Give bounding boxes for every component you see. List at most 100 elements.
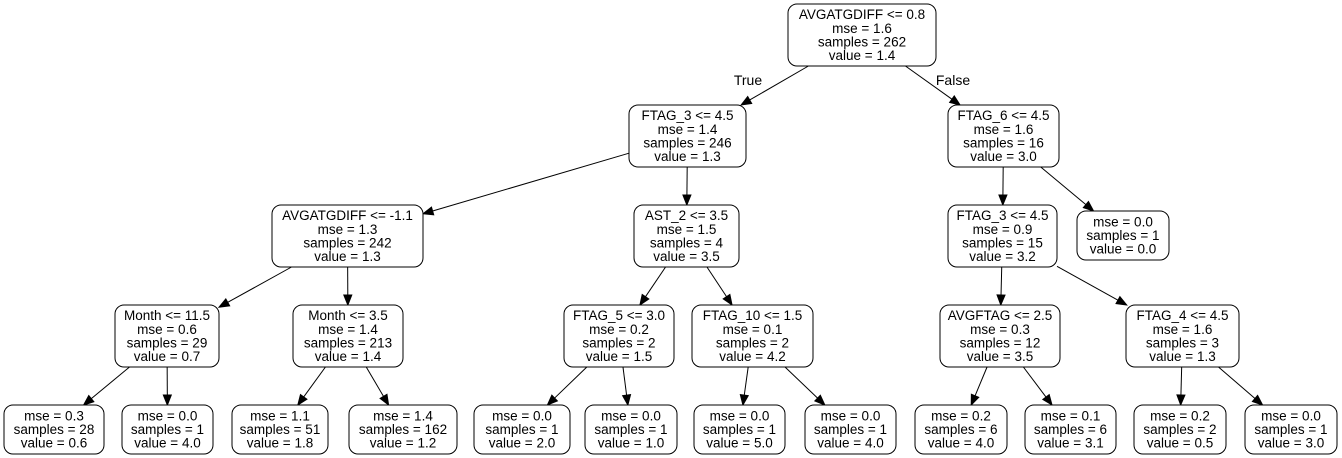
- arrowhead: [1251, 394, 1264, 406]
- edge-n12-n24: [1218, 366, 1264, 406]
- node-box: [473, 404, 571, 455]
- node-line: value = 1.2: [370, 436, 436, 451]
- node-box: [914, 404, 1008, 455]
- arrowhead: [948, 95, 962, 106]
- node-line: value = 1.3: [314, 249, 380, 264]
- edge-n3-n8: [343, 266, 353, 307]
- node-box: [1024, 404, 1117, 455]
- node-box: [563, 304, 675, 368]
- node-line: AST_2 <= 3.5: [645, 208, 728, 223]
- edge-n0-n2: False: [905, 65, 970, 106]
- node-box: [231, 404, 329, 455]
- node-box: [1133, 404, 1227, 455]
- node-line: samples = 51: [240, 422, 321, 437]
- node-box: [292, 304, 404, 368]
- node-line: samples = 12: [960, 335, 1041, 350]
- edge-line: [974, 366, 988, 396]
- edge-line: [743, 366, 749, 396]
- edge-n0-n1: True: [734, 65, 809, 106]
- node-line: value = 5.0: [706, 436, 772, 451]
- node-line: value = 4.0: [134, 436, 200, 451]
- edge-line: [554, 366, 588, 399]
- arrowhead: [998, 194, 1008, 207]
- arrowhead: [217, 297, 231, 308]
- node-line: FTAG_3 <= 4.5: [641, 108, 733, 123]
- node-line: mse = 0.1: [1041, 409, 1101, 424]
- edge-n8-n16: [365, 366, 390, 407]
- node-box: [939, 304, 1061, 368]
- edge-line: [432, 152, 630, 212]
- node-line: samples = 262: [818, 34, 906, 49]
- node-line: value = 0.0: [1090, 242, 1156, 257]
- node-line: samples = 6: [1034, 422, 1107, 437]
- node-line: samples = 162: [359, 422, 447, 437]
- node-line: value = 4.2: [719, 349, 785, 364]
- arrowhead: [421, 206, 435, 216]
- arrowhead: [297, 393, 308, 407]
- edge-n11-n21: [970, 366, 988, 407]
- node-box: [787, 3, 937, 67]
- edge-n4-n10: [706, 266, 733, 307]
- node-box: [348, 404, 458, 455]
- node-line: samples = 15: [962, 235, 1043, 250]
- arrowhead: [739, 393, 750, 407]
- node-line: FTAG_5 <= 3.0: [573, 308, 665, 323]
- node-line: samples = 3: [1146, 335, 1219, 350]
- node-line: mse = 0.3: [970, 322, 1030, 337]
- node-line: mse = 0.2: [589, 322, 649, 337]
- node-box: [114, 304, 220, 368]
- node-line: samples = 2: [716, 335, 789, 350]
- node-line: samples = 1: [485, 422, 558, 437]
- arrowhead: [813, 394, 826, 406]
- node-line: mse = 0.6: [137, 322, 197, 337]
- node-box: [947, 104, 1060, 168]
- node-line: value = 0.5: [1147, 436, 1213, 451]
- arrowhead: [722, 293, 733, 307]
- arrowhead: [162, 394, 173, 407]
- node-box: [633, 204, 740, 268]
- node-line: samples = 28: [14, 422, 95, 437]
- node-line: AVGFTAG <= 2.5: [948, 308, 1053, 323]
- node-line: samples = 246: [643, 135, 731, 150]
- node-box: [1076, 210, 1170, 261]
- node-box: [584, 404, 678, 455]
- edge-line: [1056, 265, 1119, 301]
- edge-label-true: True: [734, 72, 762, 88]
- edge-line: [706, 266, 727, 297]
- node-line: samples = 1: [594, 422, 667, 437]
- node-line: value = 1.3: [654, 149, 720, 164]
- node-line: value = 1.3: [1149, 349, 1215, 364]
- edge-line: [905, 65, 953, 100]
- edge-n4-n9: [639, 266, 666, 307]
- node-line: value = 3.0: [1258, 436, 1324, 451]
- node-box: [121, 404, 214, 455]
- node-line: value = 1.4: [315, 349, 382, 364]
- node-line: value = 1.8: [247, 436, 313, 451]
- node-box: [1125, 304, 1240, 368]
- node-line: mse = 1.6: [974, 122, 1034, 137]
- node-line: value = 0.6: [21, 436, 87, 451]
- node-line: value = 3.5: [653, 249, 719, 264]
- node-line: mse = 0.0: [601, 409, 661, 424]
- node-line: mse = 0.3: [24, 409, 84, 424]
- edge-line: [303, 366, 326, 398]
- node-line: samples = 1: [703, 422, 776, 437]
- node-line: value = 3.0: [970, 149, 1036, 164]
- node-box: [804, 404, 897, 455]
- arrowhead: [1115, 295, 1128, 306]
- edge-label-false: False: [936, 72, 970, 88]
- node-line: mse = 0.2: [1150, 409, 1210, 424]
